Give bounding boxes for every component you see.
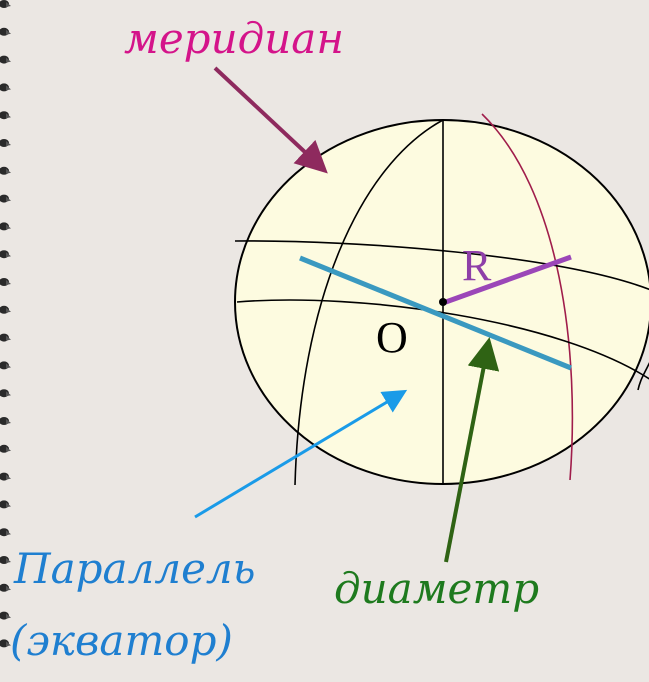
binding-dot-tail: [6, 224, 11, 230]
binding-dot-tail: [6, 168, 11, 174]
binding-dot-tail: [6, 558, 11, 563]
binding-dot-tail: [6, 2, 11, 7]
diameter-label: диаметр: [334, 564, 540, 613]
binding-dot-tail: [6, 57, 11, 63]
binding-dot-tail: [6, 419, 11, 424]
binding-dot-tail: [6, 85, 11, 91]
radius-label: R: [462, 241, 492, 290]
binding-dot-tail: [6, 113, 11, 119]
spiral-binding-dots-icon: [0, 0, 11, 648]
binding-dot-tail: [6, 613, 11, 619]
center-label: O: [376, 313, 408, 362]
binding-dot-tail: [6, 335, 11, 341]
center-point: [439, 298, 447, 306]
equator-line: [236, 299, 649, 380]
parallel-label: Параллель: [14, 544, 256, 593]
equator-label: (экватор): [10, 616, 233, 665]
binding-dot-tail: [6, 252, 11, 258]
binding-dot-tail: [6, 141, 11, 146]
binding-dot-tail: [6, 446, 11, 452]
binding-dot-tail: [6, 530, 11, 536]
meridian-label: меридиан: [124, 14, 344, 63]
diameter-line: [299, 255, 572, 371]
binding-dot-tail: [6, 280, 11, 285]
radius-line: [442, 254, 572, 306]
right-edge-curve: [637, 362, 649, 391]
parallel-arrow: [194, 389, 408, 519]
highlighted-meridian-curve: [481, 113, 574, 481]
diameter-arrow: [444, 337, 500, 563]
binding-dot-tail: [6, 585, 11, 591]
binding-dot-tail: [6, 391, 11, 397]
binding-dot-tail: [6, 307, 11, 313]
left-meridian-curve: [294, 119, 444, 486]
binding-dot-tail: [6, 196, 11, 202]
binding-dot-tail: [6, 641, 11, 647]
upper-parallel-line: [234, 240, 649, 291]
binding-dot-tail: [6, 29, 11, 35]
binding-dot-tail: [6, 474, 11, 480]
binding-dot-tail: [6, 502, 11, 508]
binding-dot-tail: [6, 363, 11, 369]
meridian-arrow: [213, 66, 328, 174]
